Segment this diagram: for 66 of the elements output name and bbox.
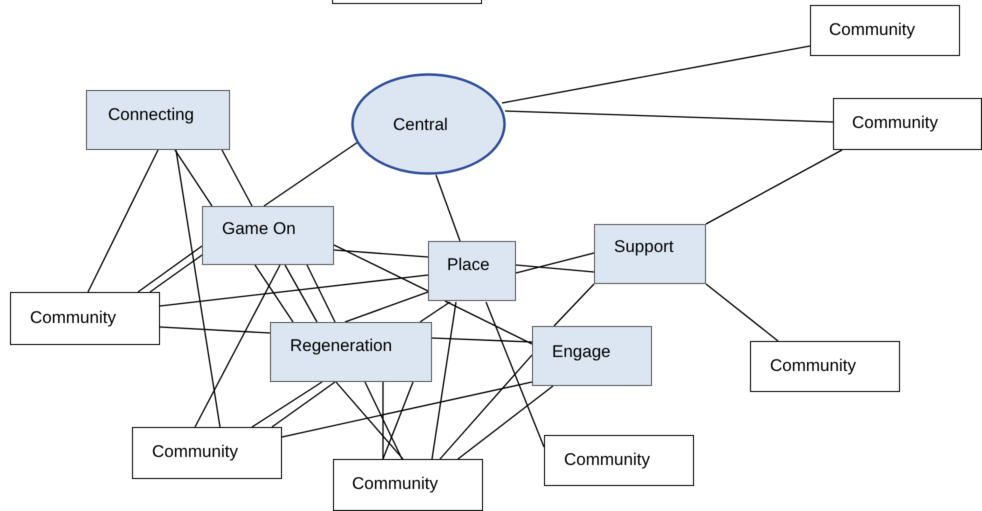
connector-line [382,382,414,460]
connector-line [444,300,532,345]
connector-line [554,284,594,326]
node-label: Community [564,450,650,470]
connector-line [334,244,428,292]
node-label: Place [447,255,490,275]
connector-line [272,381,336,428]
connector-line [150,254,202,293]
node-label: Community [30,308,116,328]
ellipse-node [351,73,506,175]
connector-line [382,382,384,459]
community-box [833,98,982,150]
connector-line [485,302,545,448]
process-box [86,90,230,150]
node-label: Community [829,20,915,40]
connector-line [254,264,294,322]
node-label: Support [614,237,674,257]
connector-line [431,302,457,460]
connector-line [516,252,594,274]
node-label: Community [152,442,238,462]
connector-line [504,110,834,123]
connector-line [194,264,281,428]
node-label: Connecting [108,105,194,125]
connector-line [284,264,318,322]
process-box [428,241,516,301]
node-label: Community [770,356,856,376]
connector-line [706,149,842,225]
connector-line [334,249,428,258]
connector-line [420,301,450,323]
connector-line [282,381,532,438]
community-box [750,341,900,392]
connector-line [458,385,554,460]
node-label: Game On [222,219,296,239]
node-label: Regeneration [290,336,392,356]
connector-line [502,45,810,104]
connector-line [440,354,532,460]
connector-line [344,291,428,323]
connector-line [264,141,358,207]
process-box [202,206,334,265]
connector-line [160,274,428,307]
connector-line [306,264,336,322]
node-label: Community [352,474,438,494]
connector-line [435,174,461,242]
community-box [544,435,694,486]
connector-line [364,382,403,460]
node-label: Central [393,115,448,135]
community-box [333,459,483,511]
connector-line [516,264,594,273]
process-box [532,326,652,386]
connector-line [174,150,213,206]
connector-line [175,150,221,428]
connector-line [138,245,202,293]
process-box [270,322,432,382]
connector-line [221,150,253,206]
node-label: Community [852,113,938,133]
process-box [594,224,706,284]
connector-line [432,337,532,343]
community-box [10,292,160,345]
community-box [810,5,960,56]
connector-line [252,381,322,428]
community-box [132,427,282,479]
connector-line [160,326,270,334]
node-label: Engage [552,342,611,362]
connector-line [706,284,778,342]
connector-line [87,150,159,292]
connector-line [336,382,404,460]
